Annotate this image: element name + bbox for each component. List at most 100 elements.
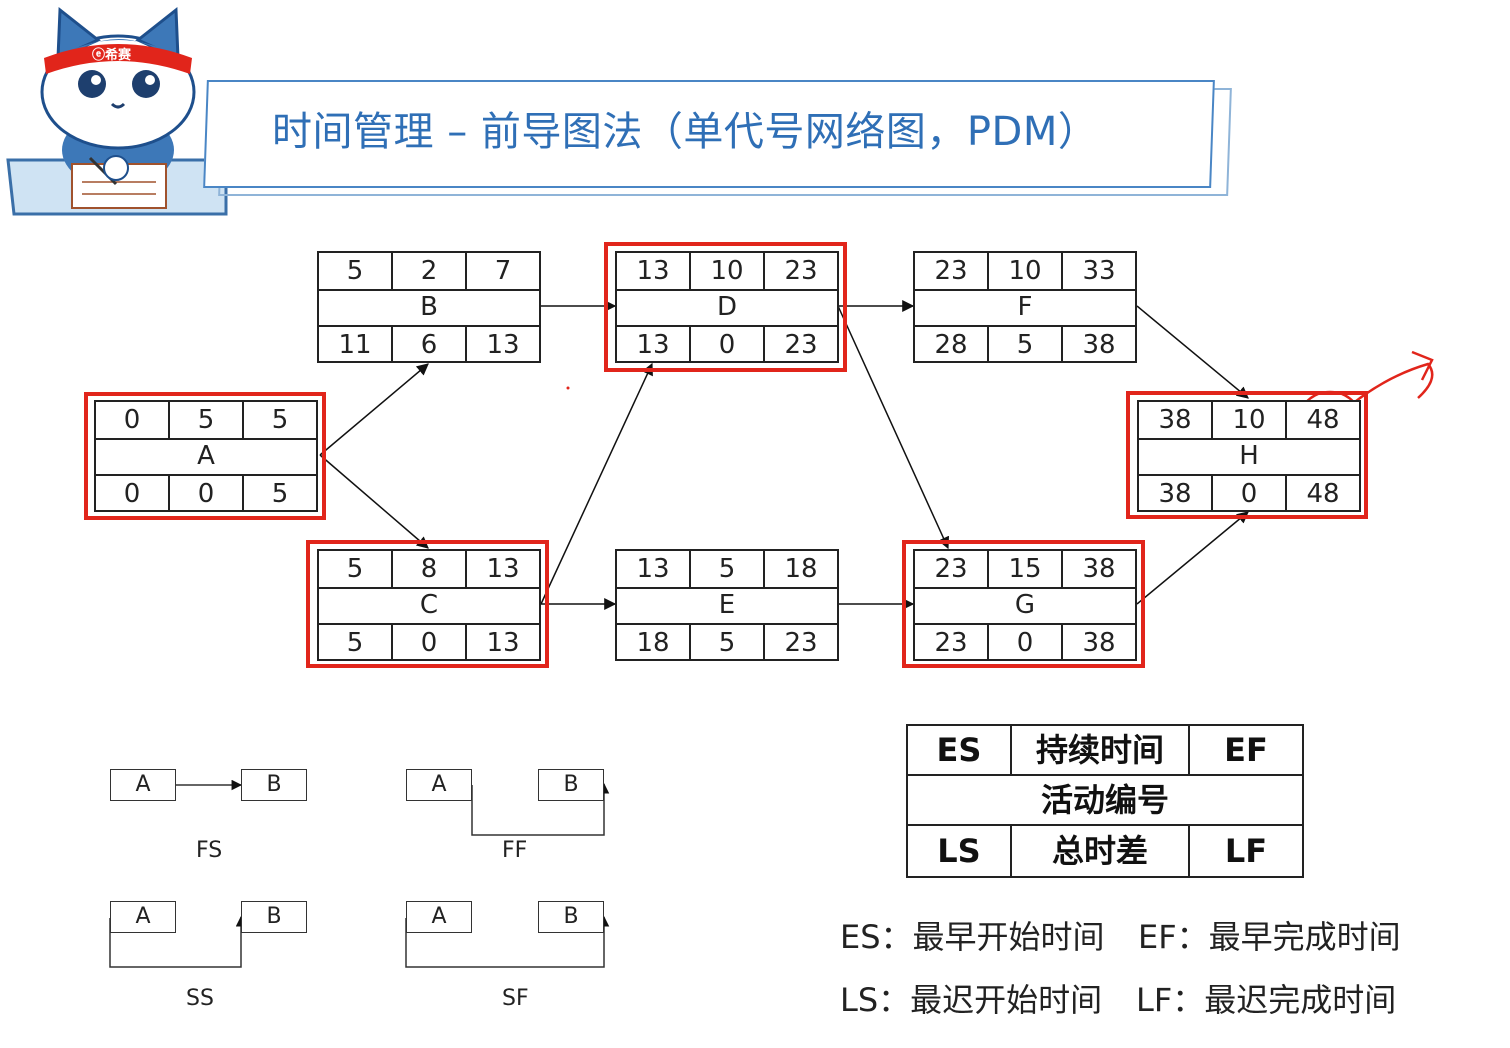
node-g-duration: 15 xyxy=(989,551,1063,587)
page-title: 时间管理 – 前导图法（单代号网络图，PDM） xyxy=(272,109,1099,155)
node-c-es: 5 xyxy=(319,551,393,587)
ss-box-a: A xyxy=(110,901,176,933)
node-f-tf: 5 xyxy=(989,327,1063,363)
node-a-name: A xyxy=(197,441,215,471)
arrow-a-c xyxy=(319,454,429,549)
node-a-tf: 0 xyxy=(170,476,244,512)
arrow-c-d xyxy=(540,362,653,605)
node-h-lf: 48 xyxy=(1306,479,1340,509)
explain-ls: LS：最迟开始时间 xyxy=(840,981,1103,1019)
node-e-name: E xyxy=(718,590,736,620)
arrow-d-g xyxy=(837,305,949,550)
ss-box-b: B xyxy=(241,901,307,933)
arrow-g-h xyxy=(1136,511,1249,605)
node-h-es: 38 xyxy=(1139,402,1213,438)
node-f-es: 23 xyxy=(915,253,989,289)
node-c-ef: 13 xyxy=(486,554,520,584)
ff-box-b: B xyxy=(538,769,604,801)
node-h-name: H xyxy=(1239,441,1259,471)
sf-line xyxy=(405,915,610,968)
node-f-ef: 33 xyxy=(1082,256,1116,286)
legend-ls: LS xyxy=(908,826,1012,876)
legend-table: ES 持续时间 EF 活动编号 LS 总时差 LF xyxy=(906,724,1304,878)
node-b-es: 5 xyxy=(319,253,393,289)
ff-box-a: A xyxy=(406,769,472,801)
node-h-ls: 38 xyxy=(1139,476,1213,512)
node-c-duration: 8 xyxy=(393,551,467,587)
legend-es: ES xyxy=(908,726,1012,774)
critical-highlight-a xyxy=(84,392,326,520)
node-c-tf: 0 xyxy=(393,625,467,661)
node-e-duration: 5 xyxy=(691,551,765,587)
node-a-duration: 5 xyxy=(170,402,244,438)
sf-box-a: A xyxy=(406,901,472,933)
node-e-tf: 5 xyxy=(691,625,765,661)
node-d-ls: 13 xyxy=(617,327,691,363)
ss-line xyxy=(109,915,247,968)
node-c-name: C xyxy=(419,590,439,620)
explain-lf: LF：最迟完成时间 xyxy=(1136,981,1397,1019)
critical-highlight-h xyxy=(1126,391,1368,519)
arrow-a-b xyxy=(319,363,429,456)
node-g-ls: 23 xyxy=(915,625,989,661)
critical-highlight-d xyxy=(604,242,847,372)
critical-highlight-c xyxy=(306,540,549,668)
node-e-es: 13 xyxy=(617,551,691,587)
ss-label: SS xyxy=(186,986,214,1011)
node-d-duration: 10 xyxy=(691,253,765,289)
node-h-duration: 10 xyxy=(1213,402,1287,438)
fs-box-b: B xyxy=(241,769,307,801)
node-h-ef: 48 xyxy=(1306,405,1340,435)
node-f-duration: 10 xyxy=(989,253,1063,289)
legend-total-float: 总时差 xyxy=(1012,826,1190,876)
node-g-name: G xyxy=(1014,590,1036,620)
node-g-es: 23 xyxy=(915,551,989,587)
node-c-ls: 5 xyxy=(319,625,393,661)
annotation-arrowhead xyxy=(1411,350,1434,381)
ff-line xyxy=(471,782,610,836)
node-a-ls: 0 xyxy=(96,476,170,512)
explain-es: ES：最早开始时间 xyxy=(840,918,1105,956)
node-g-ef: 38 xyxy=(1082,554,1116,584)
node-d-tf: 0 xyxy=(691,327,765,363)
node-e-lf: 23 xyxy=(784,628,818,658)
node-a-lf: 5 xyxy=(271,479,289,509)
legend-activity: 活动编号 xyxy=(1040,781,1169,819)
node-b-ls: 11 xyxy=(319,327,393,363)
fs-label: FS xyxy=(196,838,223,863)
node-g-tf: 0 xyxy=(989,625,1063,661)
annotation-arrow xyxy=(1337,362,1434,417)
node-a-ef: 5 xyxy=(271,405,289,435)
mascot-headband-text: ⓔ希赛 xyxy=(92,48,132,63)
legend-lf: LF xyxy=(1224,832,1268,870)
node-g-lf: 38 xyxy=(1082,628,1116,658)
fs-box-a: A xyxy=(110,769,176,801)
node-d-lf: 23 xyxy=(784,330,818,360)
node-b-tf: 6 xyxy=(393,327,467,363)
node-c-lf: 13 xyxy=(486,628,520,658)
node-d-es: 13 xyxy=(617,253,691,289)
sf-label: SF xyxy=(502,986,529,1011)
legend-ef: EF xyxy=(1224,731,1268,769)
node-h-tf: 0 xyxy=(1213,476,1287,512)
critical-highlight-g xyxy=(902,540,1145,668)
node-f-lf: 38 xyxy=(1082,330,1116,360)
mascot-cat-icon xyxy=(6,7,228,216)
node-e-ls: 18 xyxy=(617,625,691,661)
legend-duration: 持续时间 xyxy=(1012,726,1190,774)
arrow-f-h xyxy=(1136,305,1249,399)
node-b-lf: 13 xyxy=(486,330,520,360)
ff-label: FF xyxy=(502,838,528,863)
node-d-name: D xyxy=(716,292,738,322)
sf-box-b: B xyxy=(538,901,604,933)
node-e-ef: 18 xyxy=(784,554,818,584)
